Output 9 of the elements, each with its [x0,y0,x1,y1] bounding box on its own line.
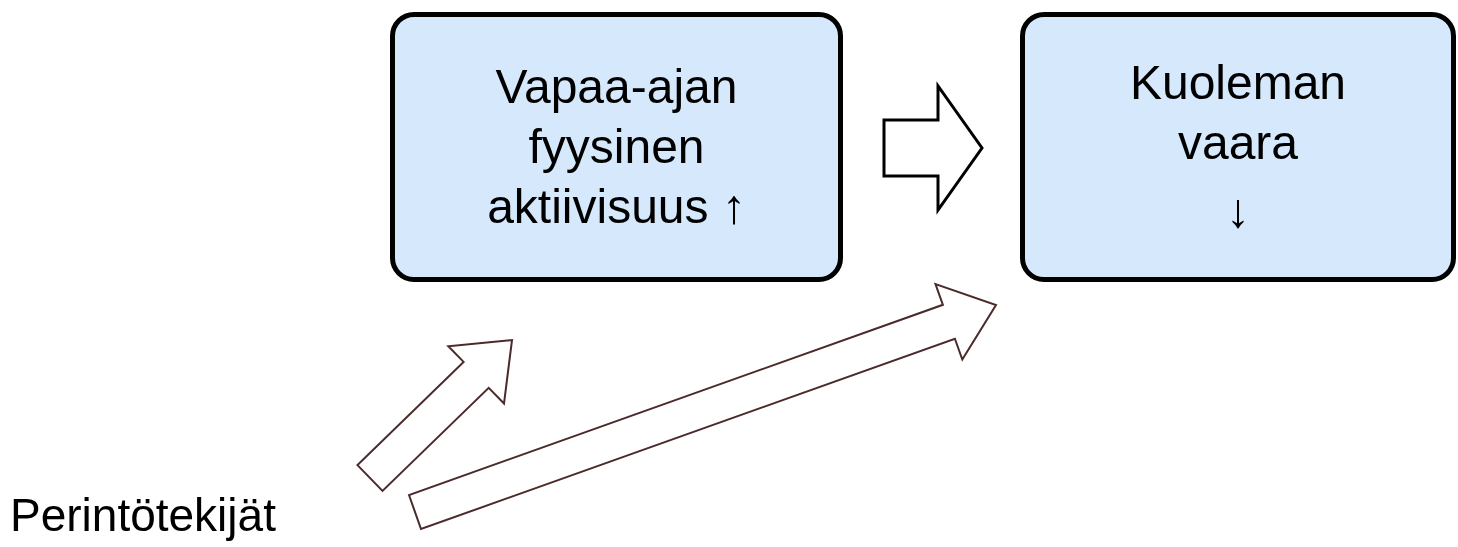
block-arrow [356,338,514,493]
box-label: Vapaa-ajan fyysinen aktiivisuus ↑ [486,59,747,235]
process-box [390,12,843,282]
process-box [1020,12,1456,282]
node-text: Perintötekijät [10,489,276,541]
block-arrow [882,81,984,215]
direction-symbol: ↓ [1226,183,1250,239]
block-arrow [407,282,998,531]
box-label: Kuoleman vaara [1128,55,1348,171]
